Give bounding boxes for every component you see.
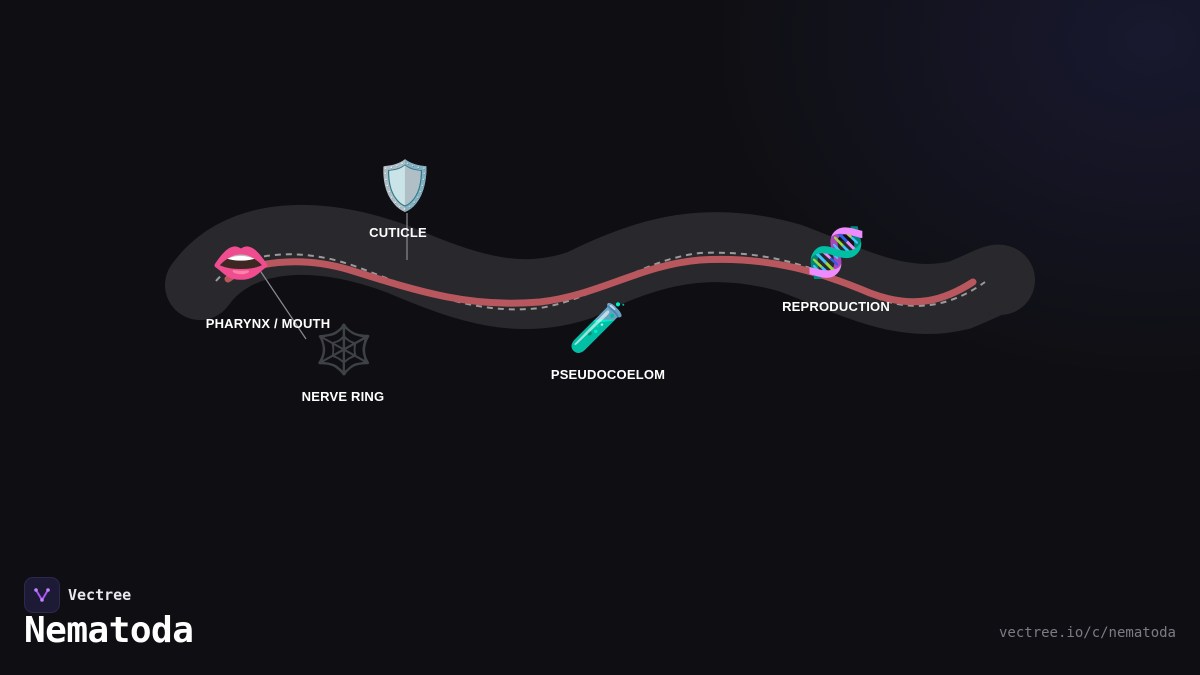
dna-icon: 🧬 [806, 225, 866, 281]
cuticle-label: CUTICLE [369, 225, 427, 240]
brand: Vectree [24, 577, 131, 613]
page-title: Nematoda [24, 610, 194, 651]
pseudocoelom-label: PSEUDOCOELOM [550, 367, 666, 382]
pharynx-leader-line [254, 262, 307, 340]
vectree-logo-icon [24, 577, 60, 613]
nerve-ring-label: NERVE RING [301, 389, 385, 404]
pharynx-mouth-label: PHARYNX / MOUTH [205, 316, 331, 331]
gut-line [224, 255, 977, 307]
shield-icon: 🛡️ [375, 158, 435, 214]
footer-url[interactable]: vectree.io/c/nematoda [998, 625, 1176, 641]
mouth-icon: 👄 [211, 235, 271, 291]
spider-web-icon: 🕸️ [314, 322, 374, 378]
reproduction-label: REPRODUCTION [782, 299, 890, 314]
test-tube-icon: 🧪 [568, 300, 628, 356]
brand-name: Vectree [68, 586, 132, 604]
